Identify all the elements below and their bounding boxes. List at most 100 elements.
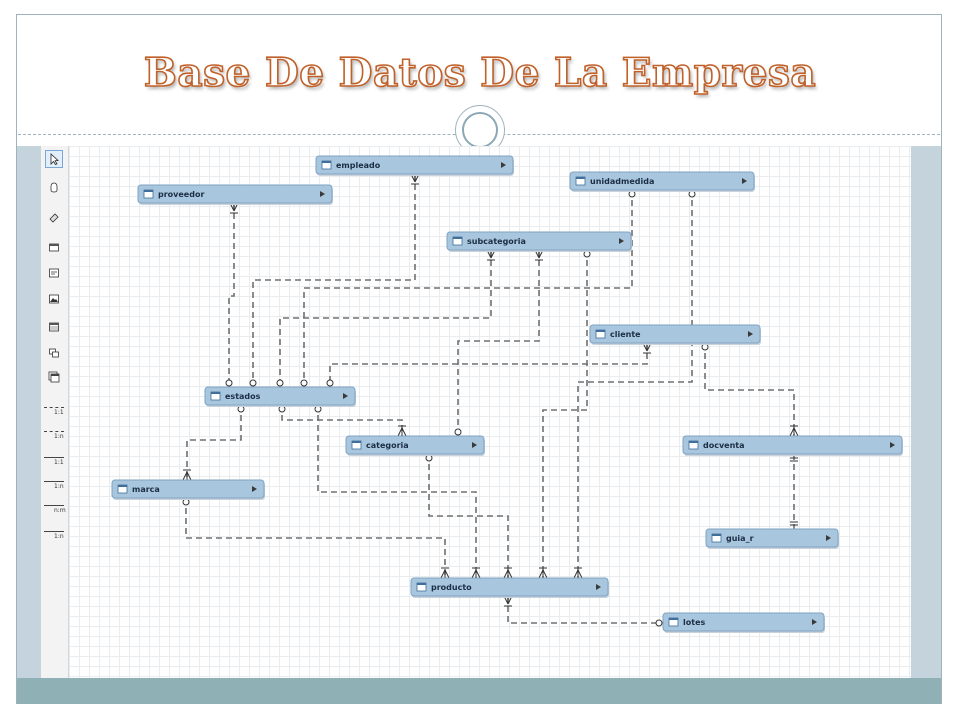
crowfoot-mark bbox=[789, 427, 799, 437]
pointer-icon[interactable] bbox=[45, 150, 63, 168]
many-cardinality-marker bbox=[538, 567, 548, 579]
eraser-icon[interactable] bbox=[45, 208, 63, 226]
table-icon-header bbox=[453, 237, 462, 239]
entity-header bbox=[315, 155, 514, 175]
table-icon bbox=[668, 617, 679, 627]
layer-icon[interactable] bbox=[45, 238, 63, 256]
table-icon bbox=[575, 176, 586, 186]
expand-arrow-icon bbox=[826, 535, 831, 541]
table-icon-header bbox=[576, 177, 585, 179]
entity-docventa: docventa bbox=[682, 435, 903, 456]
relationship-line bbox=[281, 405, 403, 436]
entity-categoria: categoria bbox=[345, 435, 485, 456]
image-icon[interactable] bbox=[45, 290, 63, 308]
many-cardinality-marker bbox=[440, 567, 450, 579]
entity-header bbox=[682, 435, 903, 455]
entity-header bbox=[111, 479, 265, 499]
slide-title: Base De Datos De La Empresa bbox=[143, 49, 817, 97]
relationship-1-n-icon[interactable]: 1:n bbox=[44, 424, 66, 444]
relationship-line bbox=[186, 405, 242, 480]
relationship-1-1-icon[interactable]: 1:1 bbox=[44, 400, 66, 420]
table-icon bbox=[595, 329, 606, 339]
circle-mark bbox=[655, 619, 663, 627]
one-cardinality-marker bbox=[790, 457, 798, 462]
right-side-band bbox=[911, 146, 941, 678]
expand-arrow-icon bbox=[890, 442, 895, 448]
entity-proveedor: proveedor bbox=[137, 184, 333, 205]
entity-estados: estados bbox=[204, 386, 356, 407]
table-icon bbox=[711, 533, 722, 543]
circle-mark bbox=[300, 379, 308, 387]
table-icon-header bbox=[417, 583, 426, 585]
table-icon-header bbox=[669, 618, 678, 620]
table-icon bbox=[452, 236, 463, 246]
table-icon-header bbox=[144, 190, 153, 192]
crowfoot-mark bbox=[182, 471, 192, 481]
relationship-line bbox=[457, 250, 540, 436]
expand-arrow-icon bbox=[501, 162, 506, 168]
entity-guia-r: guia_r bbox=[705, 528, 839, 549]
entity-header bbox=[569, 171, 755, 191]
entity-layer: empleadoproveedorunidadmedidasubcategori… bbox=[111, 155, 903, 633]
table-icon[interactable] bbox=[45, 318, 63, 336]
many-cardinality-marker bbox=[789, 425, 799, 437]
circle-mark bbox=[454, 428, 462, 436]
expand-arrow-icon bbox=[343, 393, 348, 399]
entity-header bbox=[705, 528, 839, 548]
relationship-1-n-identifying-icon[interactable]: 1:n bbox=[44, 474, 66, 494]
relationship-n-m-icon[interactable]: n:m bbox=[44, 498, 66, 518]
routine-group-icon[interactable] bbox=[45, 368, 63, 386]
table-icon-header bbox=[211, 392, 220, 394]
relationship-line bbox=[303, 190, 633, 387]
divider-ornament-ring bbox=[462, 112, 498, 148]
expand-arrow-icon bbox=[472, 442, 477, 448]
entity-name: categoria bbox=[366, 441, 409, 450]
relationship-line bbox=[317, 405, 477, 578]
entity-header bbox=[589, 324, 761, 344]
many-cardinality-marker bbox=[573, 567, 583, 579]
relationship-line bbox=[507, 596, 663, 624]
entity-header bbox=[446, 231, 632, 251]
many-cardinality-marker bbox=[471, 567, 481, 579]
entity-producto: producto bbox=[410, 577, 609, 598]
er-diagram: empleadoproveedorunidadmedidasubcategori… bbox=[111, 155, 903, 633]
entity-name: subcategoria bbox=[467, 237, 526, 246]
hand-icon[interactable] bbox=[45, 178, 63, 196]
relationship-1-1-identifying-icon[interactable]: 1:1 bbox=[44, 450, 66, 470]
circle-mark bbox=[276, 379, 284, 387]
zero-cardinality-marker bbox=[276, 379, 284, 387]
crowfoot-mark bbox=[397, 427, 407, 437]
relationship-line bbox=[704, 343, 795, 436]
relationship-line bbox=[279, 250, 492, 387]
zero-cardinality-marker bbox=[300, 379, 308, 387]
relationship-existing-columns-icon[interactable]: 1:n bbox=[44, 524, 66, 544]
table-icon bbox=[351, 440, 362, 450]
circle-mark bbox=[225, 379, 233, 387]
table-icon-header bbox=[712, 534, 721, 536]
table-icon-header bbox=[118, 485, 127, 487]
expand-arrow-icon bbox=[619, 238, 624, 244]
relationship-line bbox=[577, 190, 693, 578]
note-icon[interactable] bbox=[45, 264, 63, 282]
crowfoot-mark bbox=[440, 569, 450, 579]
crowfoot-mark bbox=[573, 569, 583, 579]
view-icon[interactable] bbox=[45, 344, 63, 362]
relationship-line bbox=[252, 174, 416, 387]
entity-subcategoria: subcategoria bbox=[446, 231, 632, 252]
expand-arrow-icon bbox=[596, 584, 601, 590]
entity-header bbox=[410, 577, 609, 597]
relationship-line bbox=[542, 250, 588, 578]
crowfoot-mark bbox=[471, 569, 481, 579]
left-side-band bbox=[17, 146, 41, 678]
entity-empleado: empleado bbox=[315, 155, 514, 176]
zero-cardinality-marker bbox=[249, 379, 257, 387]
entity-name: marca bbox=[132, 485, 160, 494]
zero-cardinality-marker bbox=[655, 619, 663, 627]
entity-header bbox=[662, 612, 825, 632]
table-icon-header bbox=[596, 330, 605, 332]
entity-cliente: cliente bbox=[589, 324, 761, 345]
entity-header bbox=[204, 386, 356, 406]
entity-header bbox=[345, 435, 485, 455]
entity-marca: marca bbox=[111, 479, 265, 500]
